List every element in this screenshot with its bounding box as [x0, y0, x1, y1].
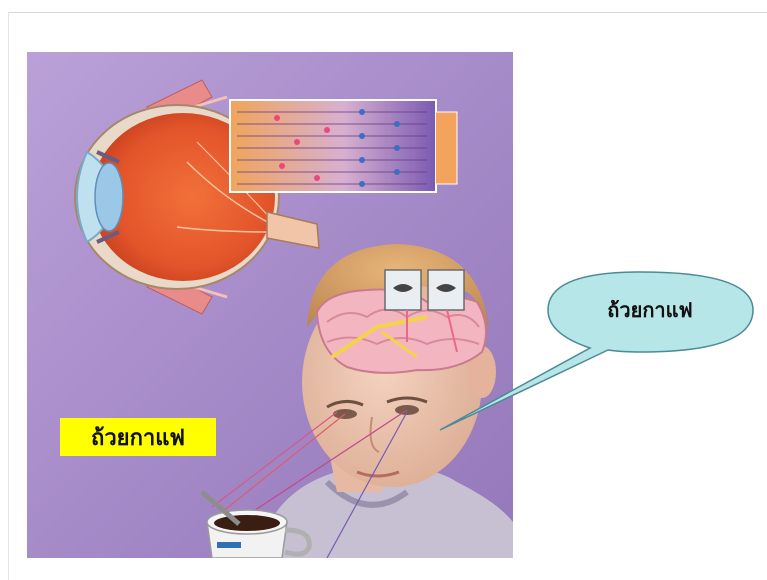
speech-bubble-text: ถ้วยกาแฟ: [575, 292, 725, 328]
top-divider: [8, 12, 767, 13]
left-divider: [8, 12, 9, 580]
retina-inset: [230, 100, 457, 192]
coffee-cup-label: ถ้วยกาแฟ: [60, 418, 216, 456]
speech-bubble: [430, 264, 767, 440]
